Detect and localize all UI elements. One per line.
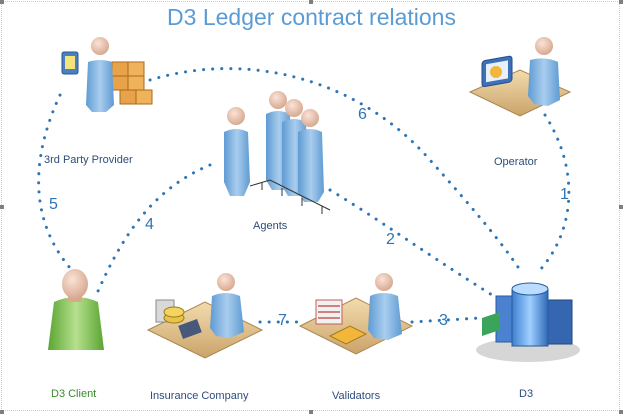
validators-icon <box>298 273 414 355</box>
resize-handle-top-right[interactable] <box>619 0 623 4</box>
agents-icon <box>224 91 331 214</box>
edge-5-provider-client <box>37 93 72 270</box>
third-party-provider-icon <box>61 37 153 112</box>
operator-icon <box>468 37 572 117</box>
edge-label-6: 6 <box>358 106 367 123</box>
edge-2-agents-d3 <box>328 188 502 302</box>
resize-handle-top-left[interactable] <box>0 0 4 4</box>
edge-label-3: 3 <box>439 312 448 329</box>
resize-handle-bottom[interactable] <box>309 410 313 414</box>
label-insurance-company: Insurance Company <box>150 390 249 402</box>
resize-handle-bottom-left[interactable] <box>0 410 4 414</box>
edge-label-5: 5 <box>49 196 58 213</box>
edge-label-1: 1 <box>560 186 569 203</box>
edge-4-agents-client <box>93 163 212 300</box>
resize-handle-top[interactable] <box>309 0 313 4</box>
resize-handle-right[interactable] <box>619 205 623 209</box>
label-validators: Validators <box>332 390 381 402</box>
edge-label-2: 2 <box>386 231 395 248</box>
edge-label-7: 7 <box>278 312 287 329</box>
d3-client-icon <box>48 269 104 350</box>
label-operator: Operator <box>494 156 538 168</box>
insurance-company-icon <box>146 273 264 359</box>
d3-building-icon <box>476 282 580 362</box>
label-third-party-provider: 3rd Party Provider <box>44 154 133 166</box>
label-d3-client: D3 Client <box>51 388 97 400</box>
resize-handle-left[interactable] <box>0 205 4 209</box>
edge-6-provider-d3 <box>148 67 522 272</box>
resize-handle-bottom-right[interactable] <box>619 410 623 414</box>
diagram-title: D3 Ledger contract relations <box>167 4 456 30</box>
label-agents: Agents <box>253 220 288 232</box>
label-d3: D3 <box>519 388 534 400</box>
edge-label-4: 4 <box>145 216 154 233</box>
connections <box>37 67 571 324</box>
